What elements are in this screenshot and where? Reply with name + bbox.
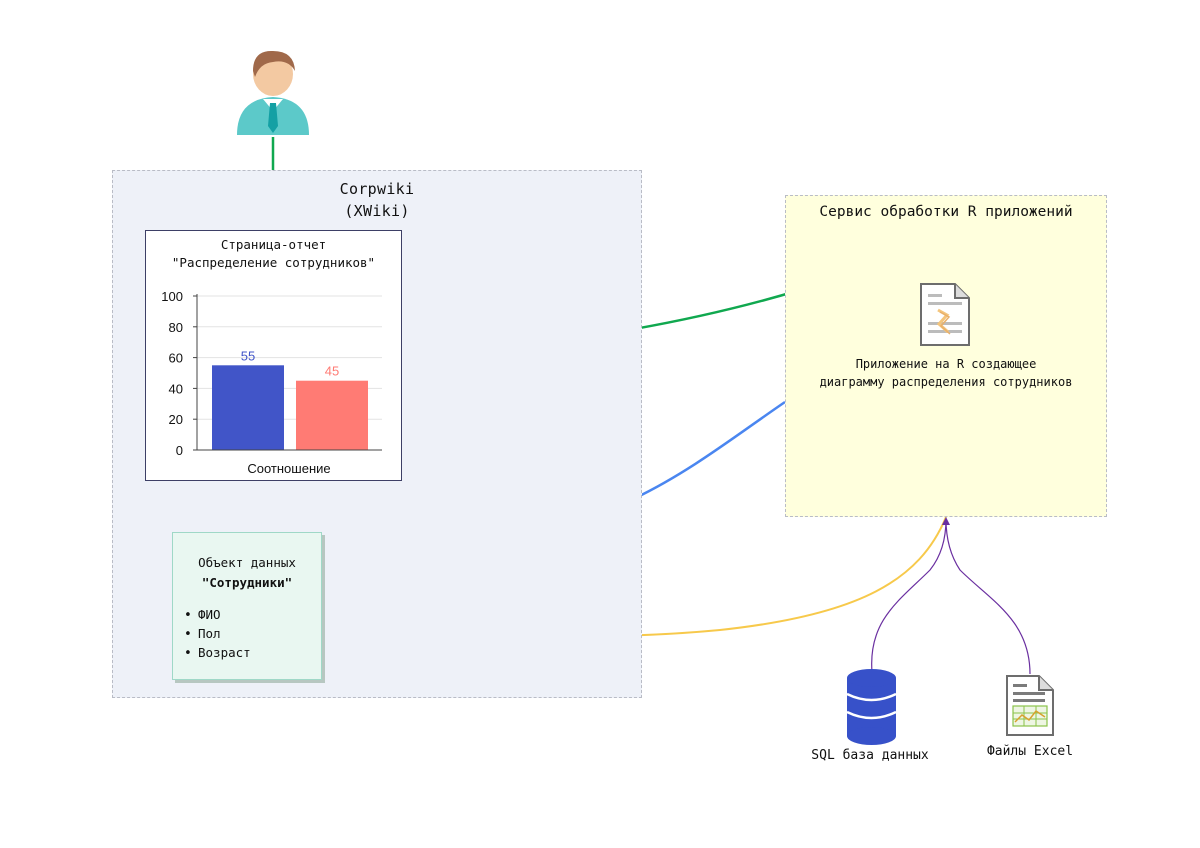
chart-data-label: 45: [325, 364, 339, 379]
chart-data-labels: 55 45: [241, 348, 339, 378]
spreadsheet-file-icon: [1006, 675, 1054, 736]
excel-to-r-service-connector: [945, 518, 1031, 675]
sql-database-label: SQL база данных: [811, 748, 929, 763]
r-service-title: Сервис обработки R приложений: [819, 204, 1073, 220]
chart-y-tick-label: 80: [169, 320, 183, 335]
corpwiki-title: Corpwiki (XWiki): [339, 180, 415, 220]
r-service-container: [785, 195, 1107, 517]
chart-y-tick-label: 100: [161, 289, 183, 304]
chart-y-ticks: 0 20 40 60 80 100: [161, 289, 197, 458]
data-object-title: Объект данных "Сотрудники": [172, 553, 322, 593]
data-object-fields: ФИО Пол Возраст: [184, 605, 251, 662]
chart-y-tick-label: 0: [176, 443, 183, 458]
chart-bars: [212, 365, 368, 450]
chart-y-tick-label: 40: [169, 381, 183, 396]
sql-to-r-service-connector: [871, 517, 950, 673]
data-object-title-line2: "Сотрудники": [201, 575, 293, 590]
field-item: Возраст: [184, 643, 251, 662]
chart-data-label: 55: [241, 348, 255, 363]
document-icon: [920, 283, 970, 346]
chart-bar: [296, 380, 368, 450]
chart-y-tick-label: 20: [169, 412, 183, 427]
chart-bar: [212, 365, 284, 450]
field-item: ФИО: [184, 605, 251, 624]
user-icon: [237, 50, 309, 135]
report-page-title: Страница-отчет "Распределение сотруднико…: [171, 237, 376, 270]
data-object-title-line1: Объект данных: [198, 555, 296, 570]
field-item: Пол: [184, 624, 251, 643]
report-chart: 55 45 0 20 40 60 80 100 Соотношение: [161, 289, 382, 476]
excel-files-label: Файлы Excel: [986, 744, 1074, 759]
database-icon: [846, 669, 897, 745]
chart-y-tick-label: 60: [169, 351, 183, 366]
chart-x-axis-label: Соотношение: [247, 461, 330, 476]
r-app-label: Приложение на R создающее диаграмму расп…: [819, 357, 1073, 389]
